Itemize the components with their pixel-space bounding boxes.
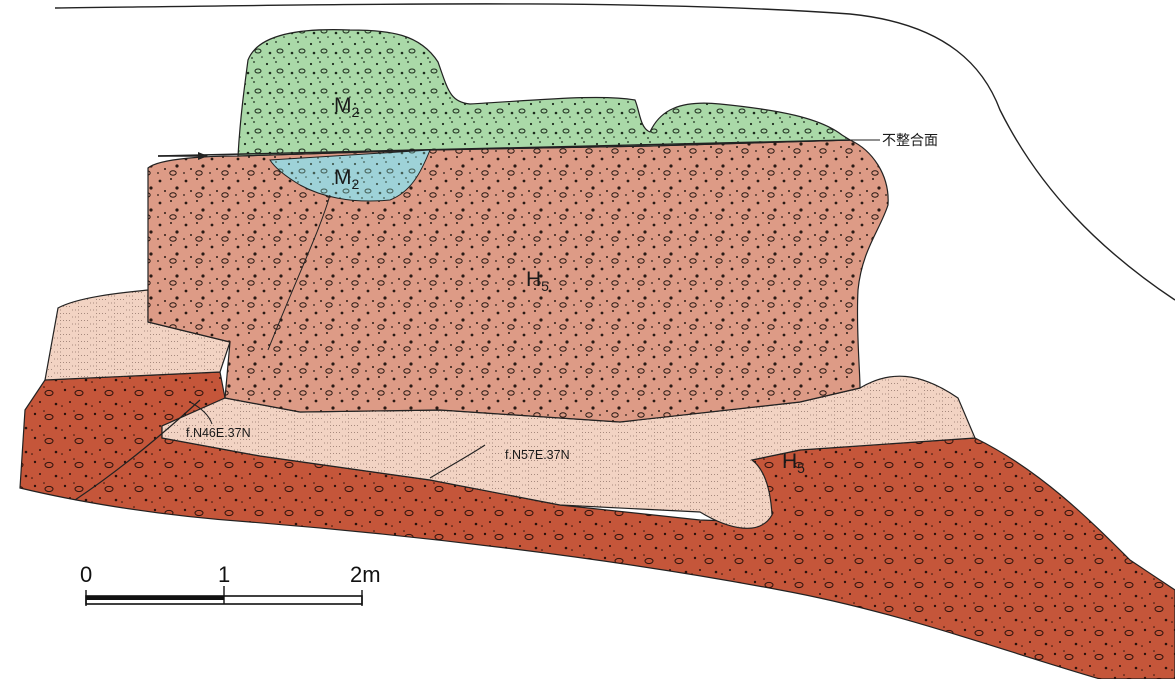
fault-label-2: f.N57E.37N [505,448,570,462]
unconformity-label: 不整合面 [882,132,938,148]
green-gravel-layer [238,30,850,156]
scale-bar: 0 1 2m [80,562,381,606]
fault-label-1: f.N46E.37N [186,426,251,440]
scale-tick-1: 1 [218,562,230,587]
scale-tick-2: 2m [350,562,381,587]
salmon-gravel-layer [148,140,888,422]
scale-tick-0: 0 [80,562,92,587]
